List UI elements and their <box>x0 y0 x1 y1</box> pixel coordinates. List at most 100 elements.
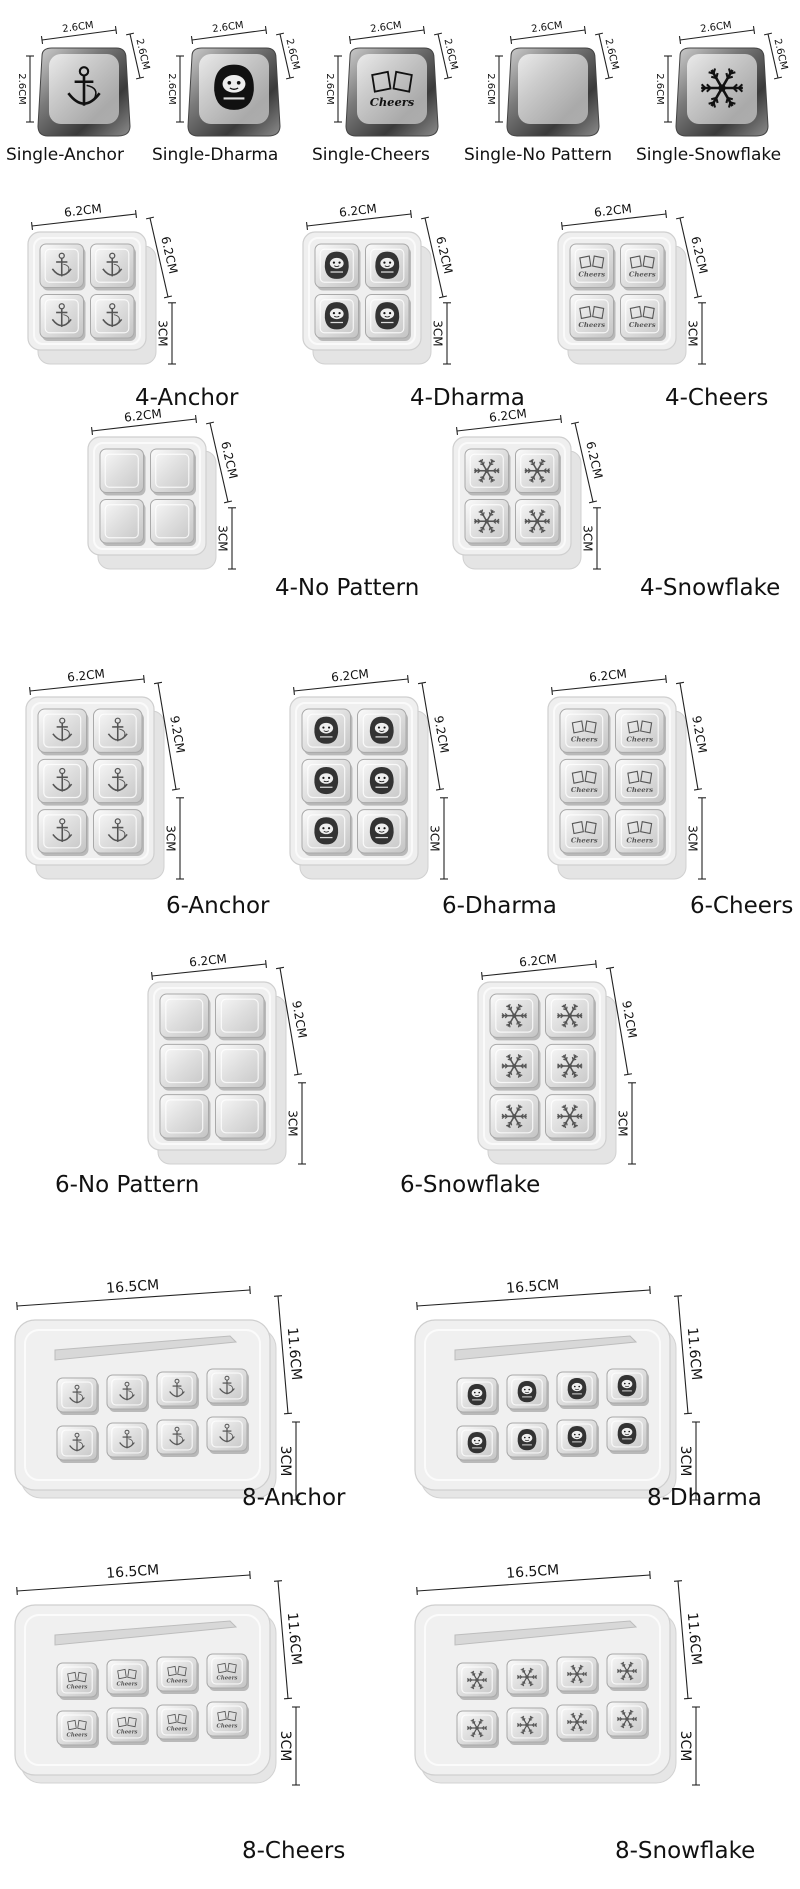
dharma-icon <box>314 766 339 795</box>
dimension-label: 11.6CM <box>684 1612 704 1666</box>
svg-text:Cheers: Cheers <box>626 836 653 844</box>
dimension-label: 3CM <box>277 1446 293 1477</box>
cheers-icon: Cheers <box>626 821 653 844</box>
dimension-line: 2.6CM <box>678 20 756 45</box>
cheers-icon: Cheers <box>117 1716 138 1736</box>
cheers-icon: Cheers <box>167 1713 187 1733</box>
dimension-label: 2.6CM <box>283 38 301 71</box>
ice-cube <box>215 1094 266 1141</box>
ice-cube <box>90 243 136 291</box>
ice-cube <box>106 1422 149 1460</box>
dimension-label: 16.5CM <box>506 1562 560 1582</box>
snowflake-icon <box>557 1003 583 1028</box>
snowflake-icon <box>700 68 744 108</box>
ice-cube <box>156 1419 199 1457</box>
svg-text:Cheers: Cheers <box>629 321 656 329</box>
ice-cube <box>93 708 144 756</box>
dimension-line: 3CM <box>686 797 706 880</box>
dimension-line: 3CM <box>156 302 176 365</box>
dimension-line: 2.6CM <box>125 32 151 80</box>
dimension-line: 3CM <box>286 1082 306 1165</box>
anchor-icon <box>102 303 123 327</box>
svg-text:Cheers: Cheers <box>629 271 656 279</box>
tongs <box>54 1335 238 1361</box>
dimension-line: 6.2CM <box>29 667 145 696</box>
dimension-label: 6.2CM <box>518 952 557 970</box>
cheers-icon: Cheers <box>217 1710 237 1730</box>
dharma-icon <box>369 817 394 845</box>
dimension-line: 16.5CM <box>16 1562 251 1596</box>
ice-cube <box>90 294 136 341</box>
dimension-line: 2.6CM <box>594 32 620 80</box>
dimension-label: 3CM <box>428 825 442 851</box>
anchor-icon <box>69 1384 85 1404</box>
ice-cube <box>620 243 666 291</box>
cheers-icon: Cheers <box>167 1665 187 1685</box>
dimension-line: 2.6CM <box>763 32 789 80</box>
ice-cube <box>620 294 666 341</box>
cheers-icon: Cheers <box>571 770 598 794</box>
anchor-icon <box>107 818 128 842</box>
svg-text:Cheers: Cheers <box>117 1730 138 1736</box>
dimension-label: 11.6CM <box>284 1612 304 1666</box>
product-label: Single-Dharma <box>152 145 279 165</box>
anchor-icon <box>119 1381 135 1401</box>
ice-cube <box>93 758 144 806</box>
ice-cube <box>150 499 196 546</box>
snowflake-icon <box>557 1054 583 1078</box>
dimension-label: 9.2CM <box>689 715 709 755</box>
dimension-line: 3CM <box>428 797 448 880</box>
snowflake-icon <box>567 1664 587 1684</box>
cheers-icon: Cheers <box>117 1668 137 1688</box>
dimension-line: 2.6CM <box>166 55 184 123</box>
product-label: Single-No Pattern <box>464 145 613 165</box>
ice-cube <box>615 809 666 856</box>
dimension-line: 6.2CM <box>551 667 667 696</box>
cheers-icon: Cheers <box>571 821 598 844</box>
ice-cube <box>615 708 666 756</box>
anchor-icon <box>219 1423 235 1443</box>
dimension-label: 2.6CM <box>485 73 496 105</box>
dimension-line: 11.6CM <box>673 1295 704 1415</box>
dimension-line: 6.2CM <box>30 201 138 231</box>
dimension-label: 6.2CM <box>63 201 102 219</box>
ice-cube <box>156 1656 199 1694</box>
dimension-label: 3CM <box>286 1110 300 1136</box>
dimension-label: 2.6CM <box>166 73 177 105</box>
snowflake-icon <box>501 1104 527 1129</box>
dimension-line: 6.2CM <box>90 406 198 436</box>
dharma-icon <box>369 766 394 795</box>
anchor-icon <box>69 1432 85 1452</box>
ice-cube <box>93 809 144 856</box>
snowflake-icon <box>501 1054 527 1078</box>
ice-cube <box>215 993 266 1041</box>
snowflake-icon <box>467 1670 487 1690</box>
dimension-label: 2.6CM <box>602 38 620 71</box>
snowflake-icon <box>474 509 500 534</box>
dimension-line: 2.6CM <box>654 55 672 123</box>
dimension-label: 3CM <box>686 320 700 346</box>
ice-cube <box>559 708 611 756</box>
dharma-icon <box>324 302 349 330</box>
dimension-line: 2.6CM <box>348 20 426 45</box>
dimension-line: 6.2CM <box>151 952 267 981</box>
